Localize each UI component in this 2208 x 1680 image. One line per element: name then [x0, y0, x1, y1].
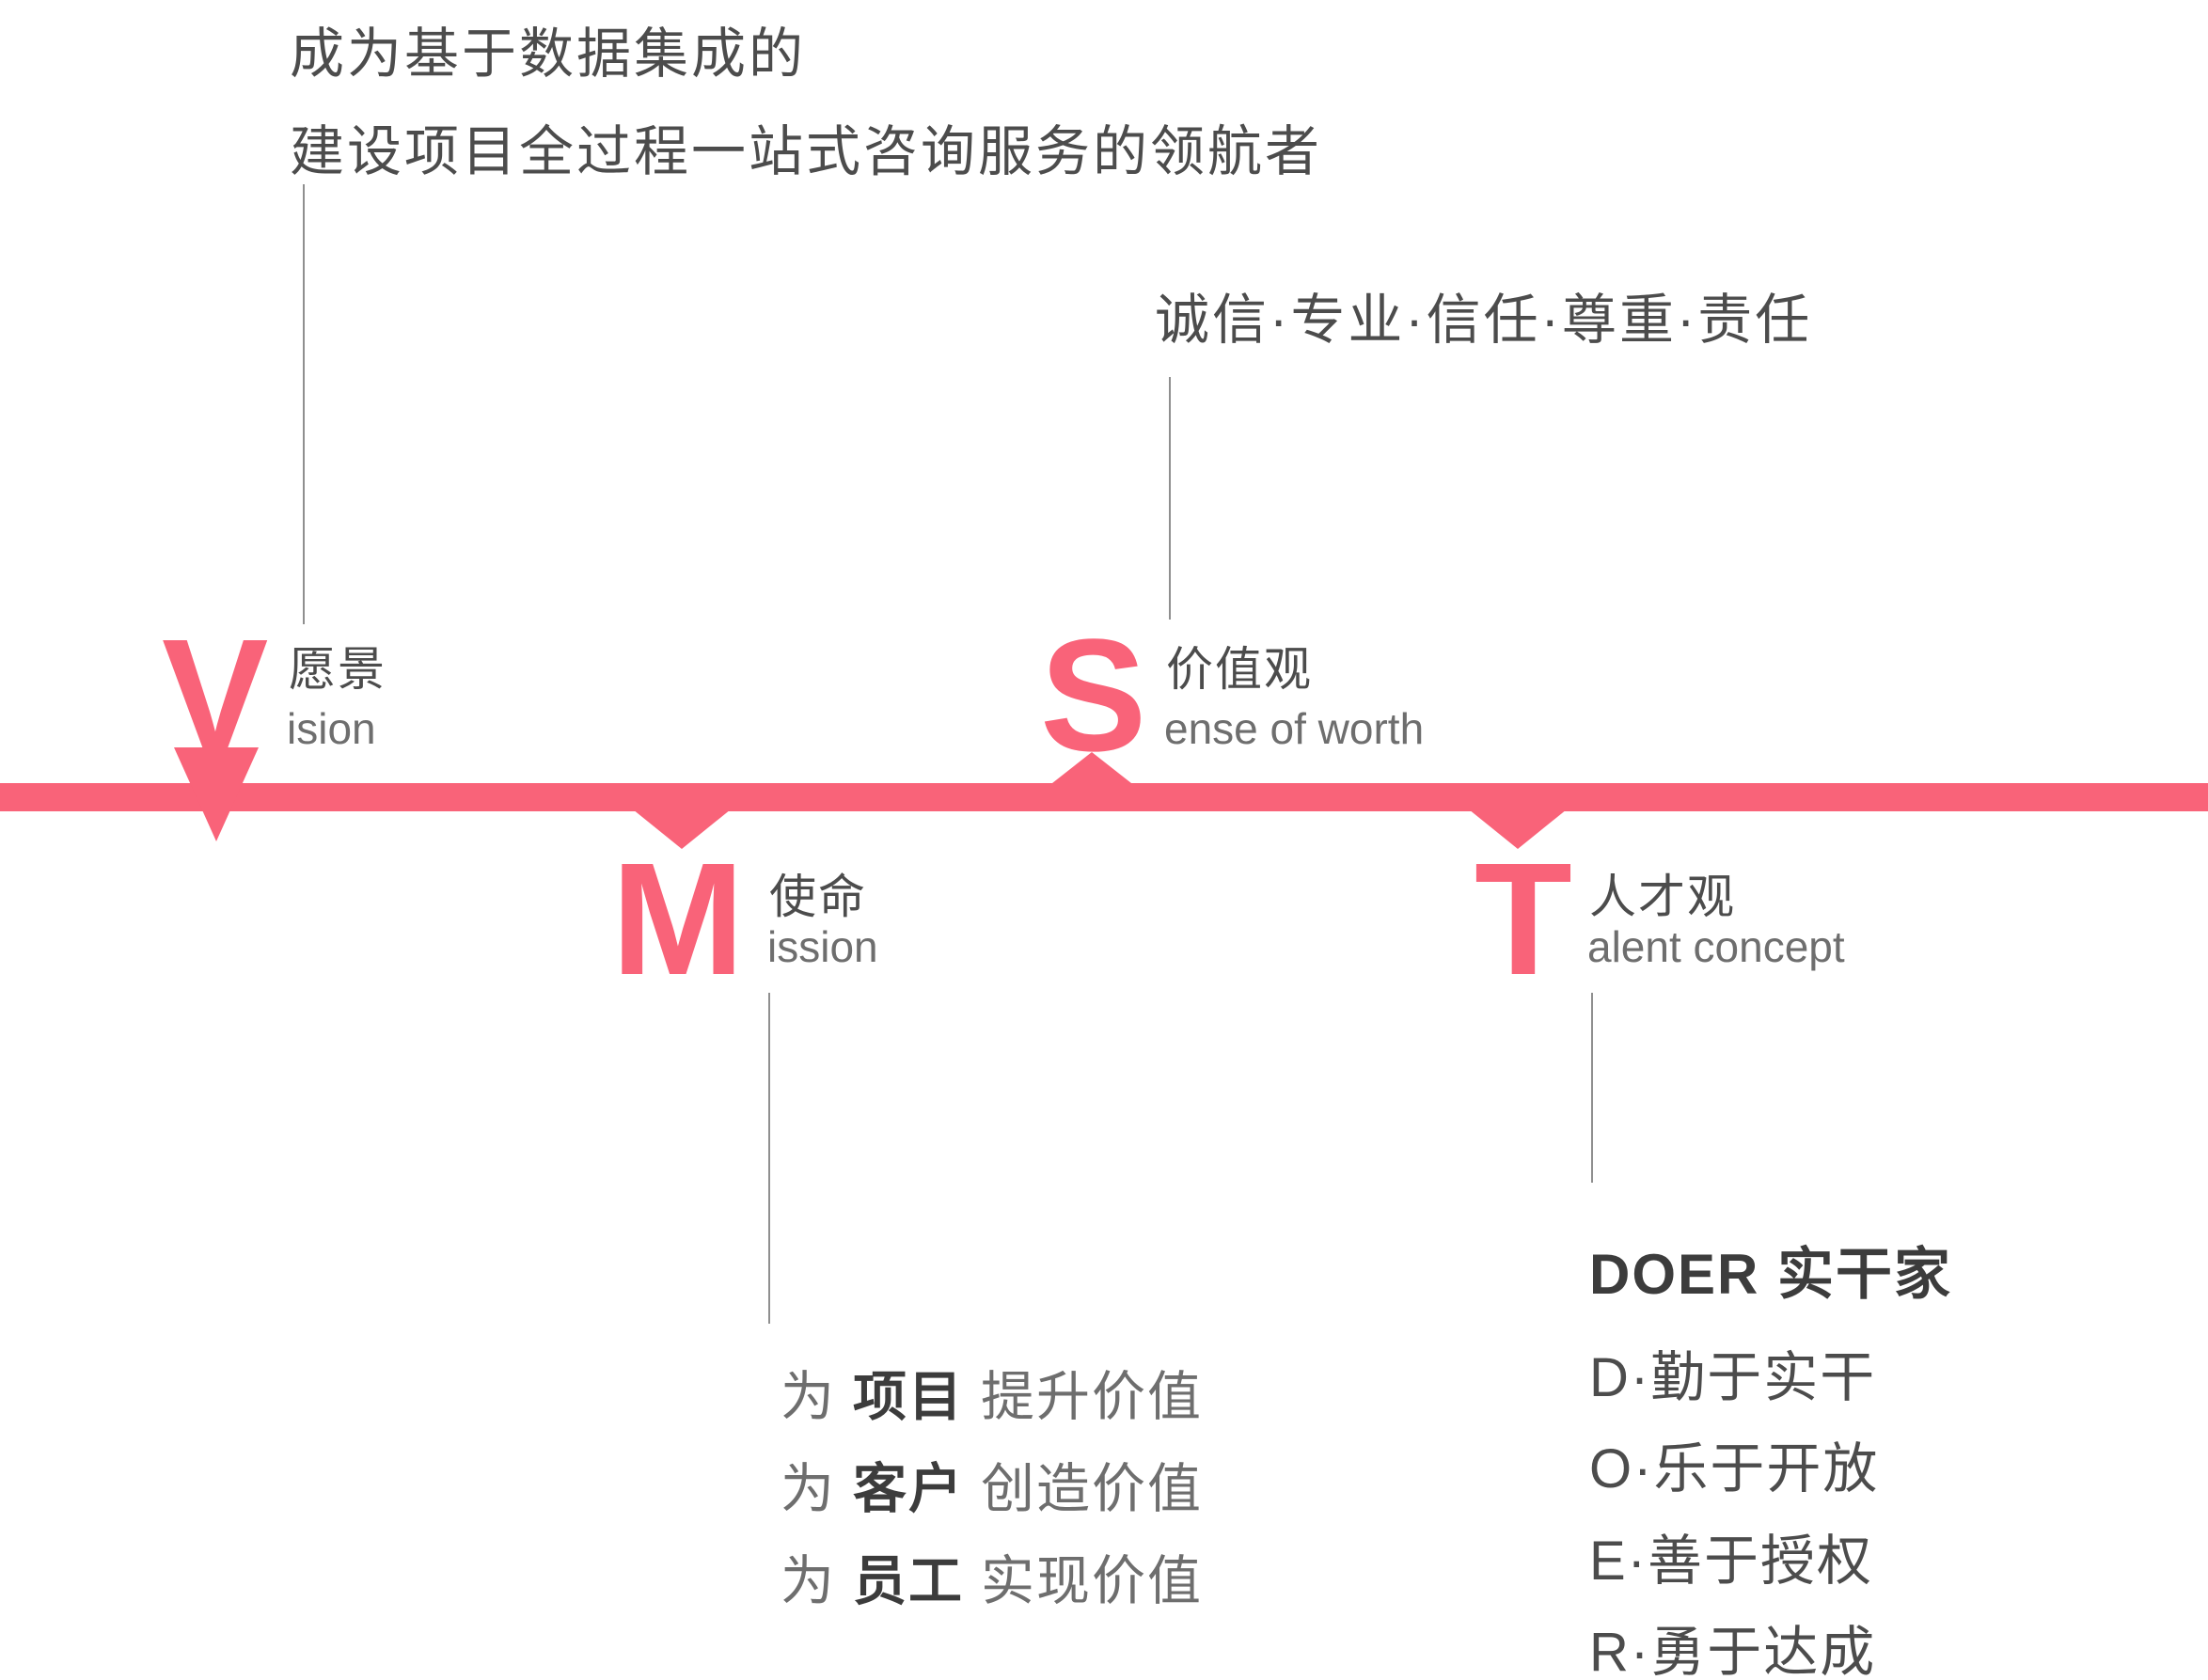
- mission-item: 为员工实现价值: [781, 1538, 1203, 1615]
- mission-item-target: 员工: [853, 1551, 964, 1611]
- vision-statement-line1: 成为基于数据集成的: [290, 24, 807, 85]
- talent-item: R·勇于达成: [1589, 1622, 1877, 1680]
- mission-item: 为项目提升价值: [781, 1354, 1203, 1431]
- talent-notch-triangle: [1469, 809, 1567, 849]
- vision-notch-triangle: [174, 747, 259, 841]
- talent-heading: DOER 实干家: [1589, 1243, 1953, 1306]
- sense-notch-triangle: [1052, 752, 1131, 783]
- talent-label-en: alent concept: [1587, 922, 1845, 971]
- mission-item-prefix: 为: [781, 1459, 836, 1519]
- mission-item-prefix: 为: [781, 1367, 836, 1427]
- timeline-bar: [0, 783, 2208, 811]
- mission-label-en: ission: [767, 922, 878, 971]
- mission-notch-triangle: [633, 809, 731, 849]
- vision-label-en: ision: [287, 704, 376, 753]
- talent-item: E·善于授权: [1589, 1531, 1874, 1592]
- vision-label-zh: 愿景: [289, 643, 386, 696]
- talent-item: D·勤于实干: [1589, 1347, 1877, 1408]
- mission-label-zh: 使命: [769, 871, 867, 923]
- sense-connector-line: [1169, 377, 1171, 620]
- talent-connector-line: [1591, 993, 1593, 1183]
- mission-item-suffix: 实现价值: [981, 1551, 1203, 1611]
- talent-label-zh: 人才观: [1589, 871, 1736, 923]
- mission-item-target: 客户: [853, 1459, 964, 1519]
- vision-connector-line: [303, 184, 305, 624]
- talent-item: O·乐于开放: [1589, 1438, 1880, 1499]
- sense-label-en: ense of worth: [1164, 704, 1425, 753]
- vision-statement-line2: 建设项目全过程一站式咨询服务的领航者: [290, 121, 1323, 182]
- sense-values-text: 诚信·专业·信任·尊重·责任: [1155, 290, 1813, 351]
- mission-letter: M: [611, 830, 745, 1009]
- mission-connector-line: [768, 993, 770, 1324]
- vision-letter: V: [162, 606, 269, 785]
- mission-item: 为客户创造价值: [781, 1446, 1203, 1523]
- mission-item-prefix: 为: [781, 1551, 836, 1611]
- mission-item-target: 项目: [853, 1367, 964, 1427]
- talent-letter: T: [1475, 830, 1572, 1009]
- mission-item-suffix: 创造价值: [981, 1459, 1203, 1519]
- sense-label-zh: 价值观: [1166, 643, 1313, 696]
- sense-letter: S: [1040, 606, 1147, 785]
- mission-item-suffix: 提升价值: [981, 1367, 1203, 1427]
